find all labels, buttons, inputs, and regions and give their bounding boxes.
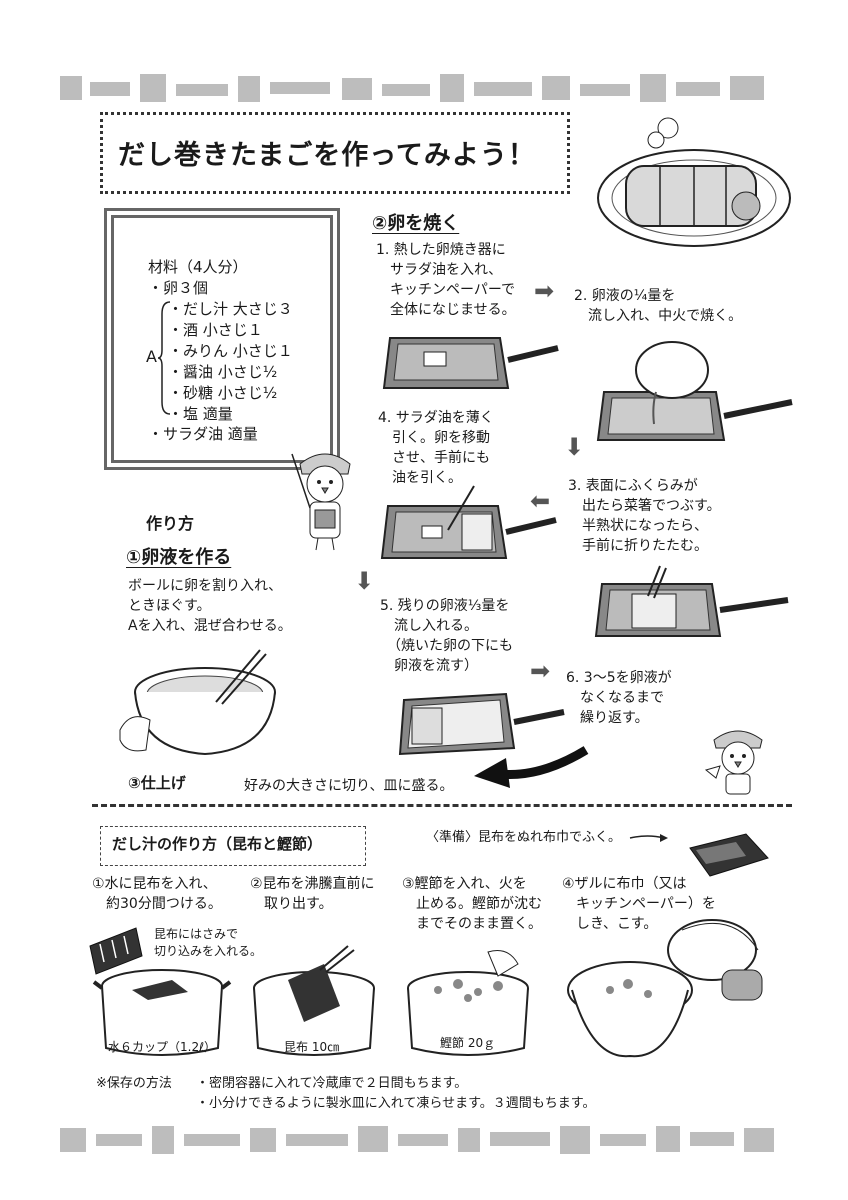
- step1-text: ボールに卵を割り入れ、 ときほぐす。 Aを入れ、混ぜ合わせる。: [128, 578, 292, 634]
- pan-step4-illustration: [380, 485, 557, 559]
- ingredient-a-3: ・みりん 小さじ１: [168, 342, 293, 360]
- ingredient-a-6: ・塩 適量: [168, 405, 233, 423]
- step1-title: ①卵液を作る: [126, 547, 232, 568]
- storage-line1: ・密閉容器に入れて冷蔵庫で２日間もちます。: [196, 1076, 468, 1091]
- ingredient-a-5: ・砂糖 小さじ½: [168, 384, 278, 402]
- storage-label: ※保存の方法: [96, 1076, 172, 1091]
- top-decorative-band: [60, 74, 764, 102]
- dashi-step4: ④ザルに布巾（又は キッチンペーパー）を しき、こす。: [562, 876, 716, 932]
- dashi-prep: 〈準備〉昆布をぬれ布巾でふく。: [426, 830, 622, 845]
- ingredients-header: 材料（4人分）: [148, 258, 248, 276]
- dashi-title: だし汁の作り方（昆布と鰹節）: [112, 835, 323, 853]
- step2-sub2: 2. 卵液の¼量を 流し入れ、中火で焼く。: [574, 288, 743, 324]
- finish-arrow-icon: [474, 746, 589, 788]
- prep-arrow-icon: [629, 834, 668, 842]
- ingredient-a-2: ・酒 小さじ１: [168, 321, 263, 339]
- ingredient-group-brace: [157, 301, 171, 415]
- step2-sub4: 4. サラダ油を薄く 引く。卵を移動 させ、手前にも 油を引く。: [378, 410, 494, 486]
- section-divider: [92, 804, 792, 807]
- bottom-decorative-band: [60, 1126, 774, 1154]
- dashi-title-frame: [100, 826, 366, 866]
- chick-mascot-small-illustration: [704, 730, 763, 795]
- pan-step5-illustration: [398, 692, 565, 756]
- step2-sub6: 6. 3〜5を卵液が なくなるまで 繰り返す。: [566, 670, 672, 726]
- dashimaki-plate-illustration: [597, 117, 791, 247]
- arrow-right-down-icon: ➡: [530, 657, 551, 685]
- title-frame: [100, 112, 570, 194]
- pot-kombu-illustration: [253, 945, 375, 1056]
- pot-katsuobushi-illustration: [407, 950, 529, 1056]
- chick-mascot-illustration: [291, 453, 351, 551]
- ingredient-a-4: ・醤油 小さじ½: [168, 363, 278, 381]
- ingredient-oil: ・サラダ油 適量: [148, 425, 258, 443]
- pan-step3-illustration: [594, 565, 789, 637]
- page-title: だし巻きたまごを作ってみよう！: [118, 140, 536, 171]
- method-header: 作り方: [146, 514, 195, 533]
- ingredient-a-1: ・だし汁 大さじ３: [168, 300, 293, 318]
- arrow-down-icon: ⬇: [354, 567, 375, 595]
- kombu-note: 昆布にはさみで 切り込みを入れる。: [154, 927, 263, 958]
- ingredient-eggs: ・卵３個: [148, 279, 209, 297]
- dashi-step2: ②昆布を沸騰直前に 取り出す。: [250, 876, 375, 912]
- step3-text: 好みの大きさに切り、皿に盛る。: [244, 778, 454, 794]
- storage-line2: ・小分けできるように製氷皿に入れて凍らせます。３週間もちます。: [196, 1096, 596, 1111]
- arrow-left-up-icon: ⬅: [530, 487, 551, 515]
- step2-sub5: 5. 残りの卵液⅓量を 流し入れる。 （焼いた卵の下にも 卵液を流す）: [380, 598, 513, 674]
- ingredient-group-label: A: [146, 347, 157, 366]
- ingredients-frame: [104, 208, 340, 470]
- dashi-step1: ①水に昆布を入れ、 約30分間つける。: [92, 876, 222, 912]
- kombu-label: 昆布 10㎝: [284, 1040, 340, 1054]
- step2-sub1: 1. 熱した卵焼き器に サラダ油を入れ、 キッチンペーパーで 全体になじませる。: [376, 242, 516, 318]
- katsuobushi-label: 鰹節 20ｇ: [440, 1036, 496, 1050]
- arrow-down-icon: ⬇: [564, 433, 585, 461]
- step2-title: ②卵を焼く: [372, 213, 460, 234]
- step3-title: ③仕上げ: [128, 774, 186, 792]
- arrow-right-icon: ➡: [534, 277, 555, 305]
- water-label: 水６カップ（1.2ℓ）: [108, 1040, 217, 1054]
- kombu-cloth-illustration: [689, 833, 769, 877]
- mixing-bowl-illustration: [119, 649, 276, 756]
- strainer-illustration: [567, 919, 763, 1058]
- kombu-strip-illustration: [89, 927, 143, 975]
- pan-step1-illustration: [382, 337, 559, 389]
- pot-water-illustration: [92, 969, 232, 1056]
- step2-sub3: 3. 表面にふくらみが 出たら菜箸でつぶす。 半熟状になったら、 手前に折りたた…: [568, 478, 721, 554]
- dashi-step3: ③鰹節を入れ、火を 止める。鰹節が沈む までそのまま置く。: [402, 876, 542, 932]
- pan-step2-illustration: [596, 341, 793, 441]
